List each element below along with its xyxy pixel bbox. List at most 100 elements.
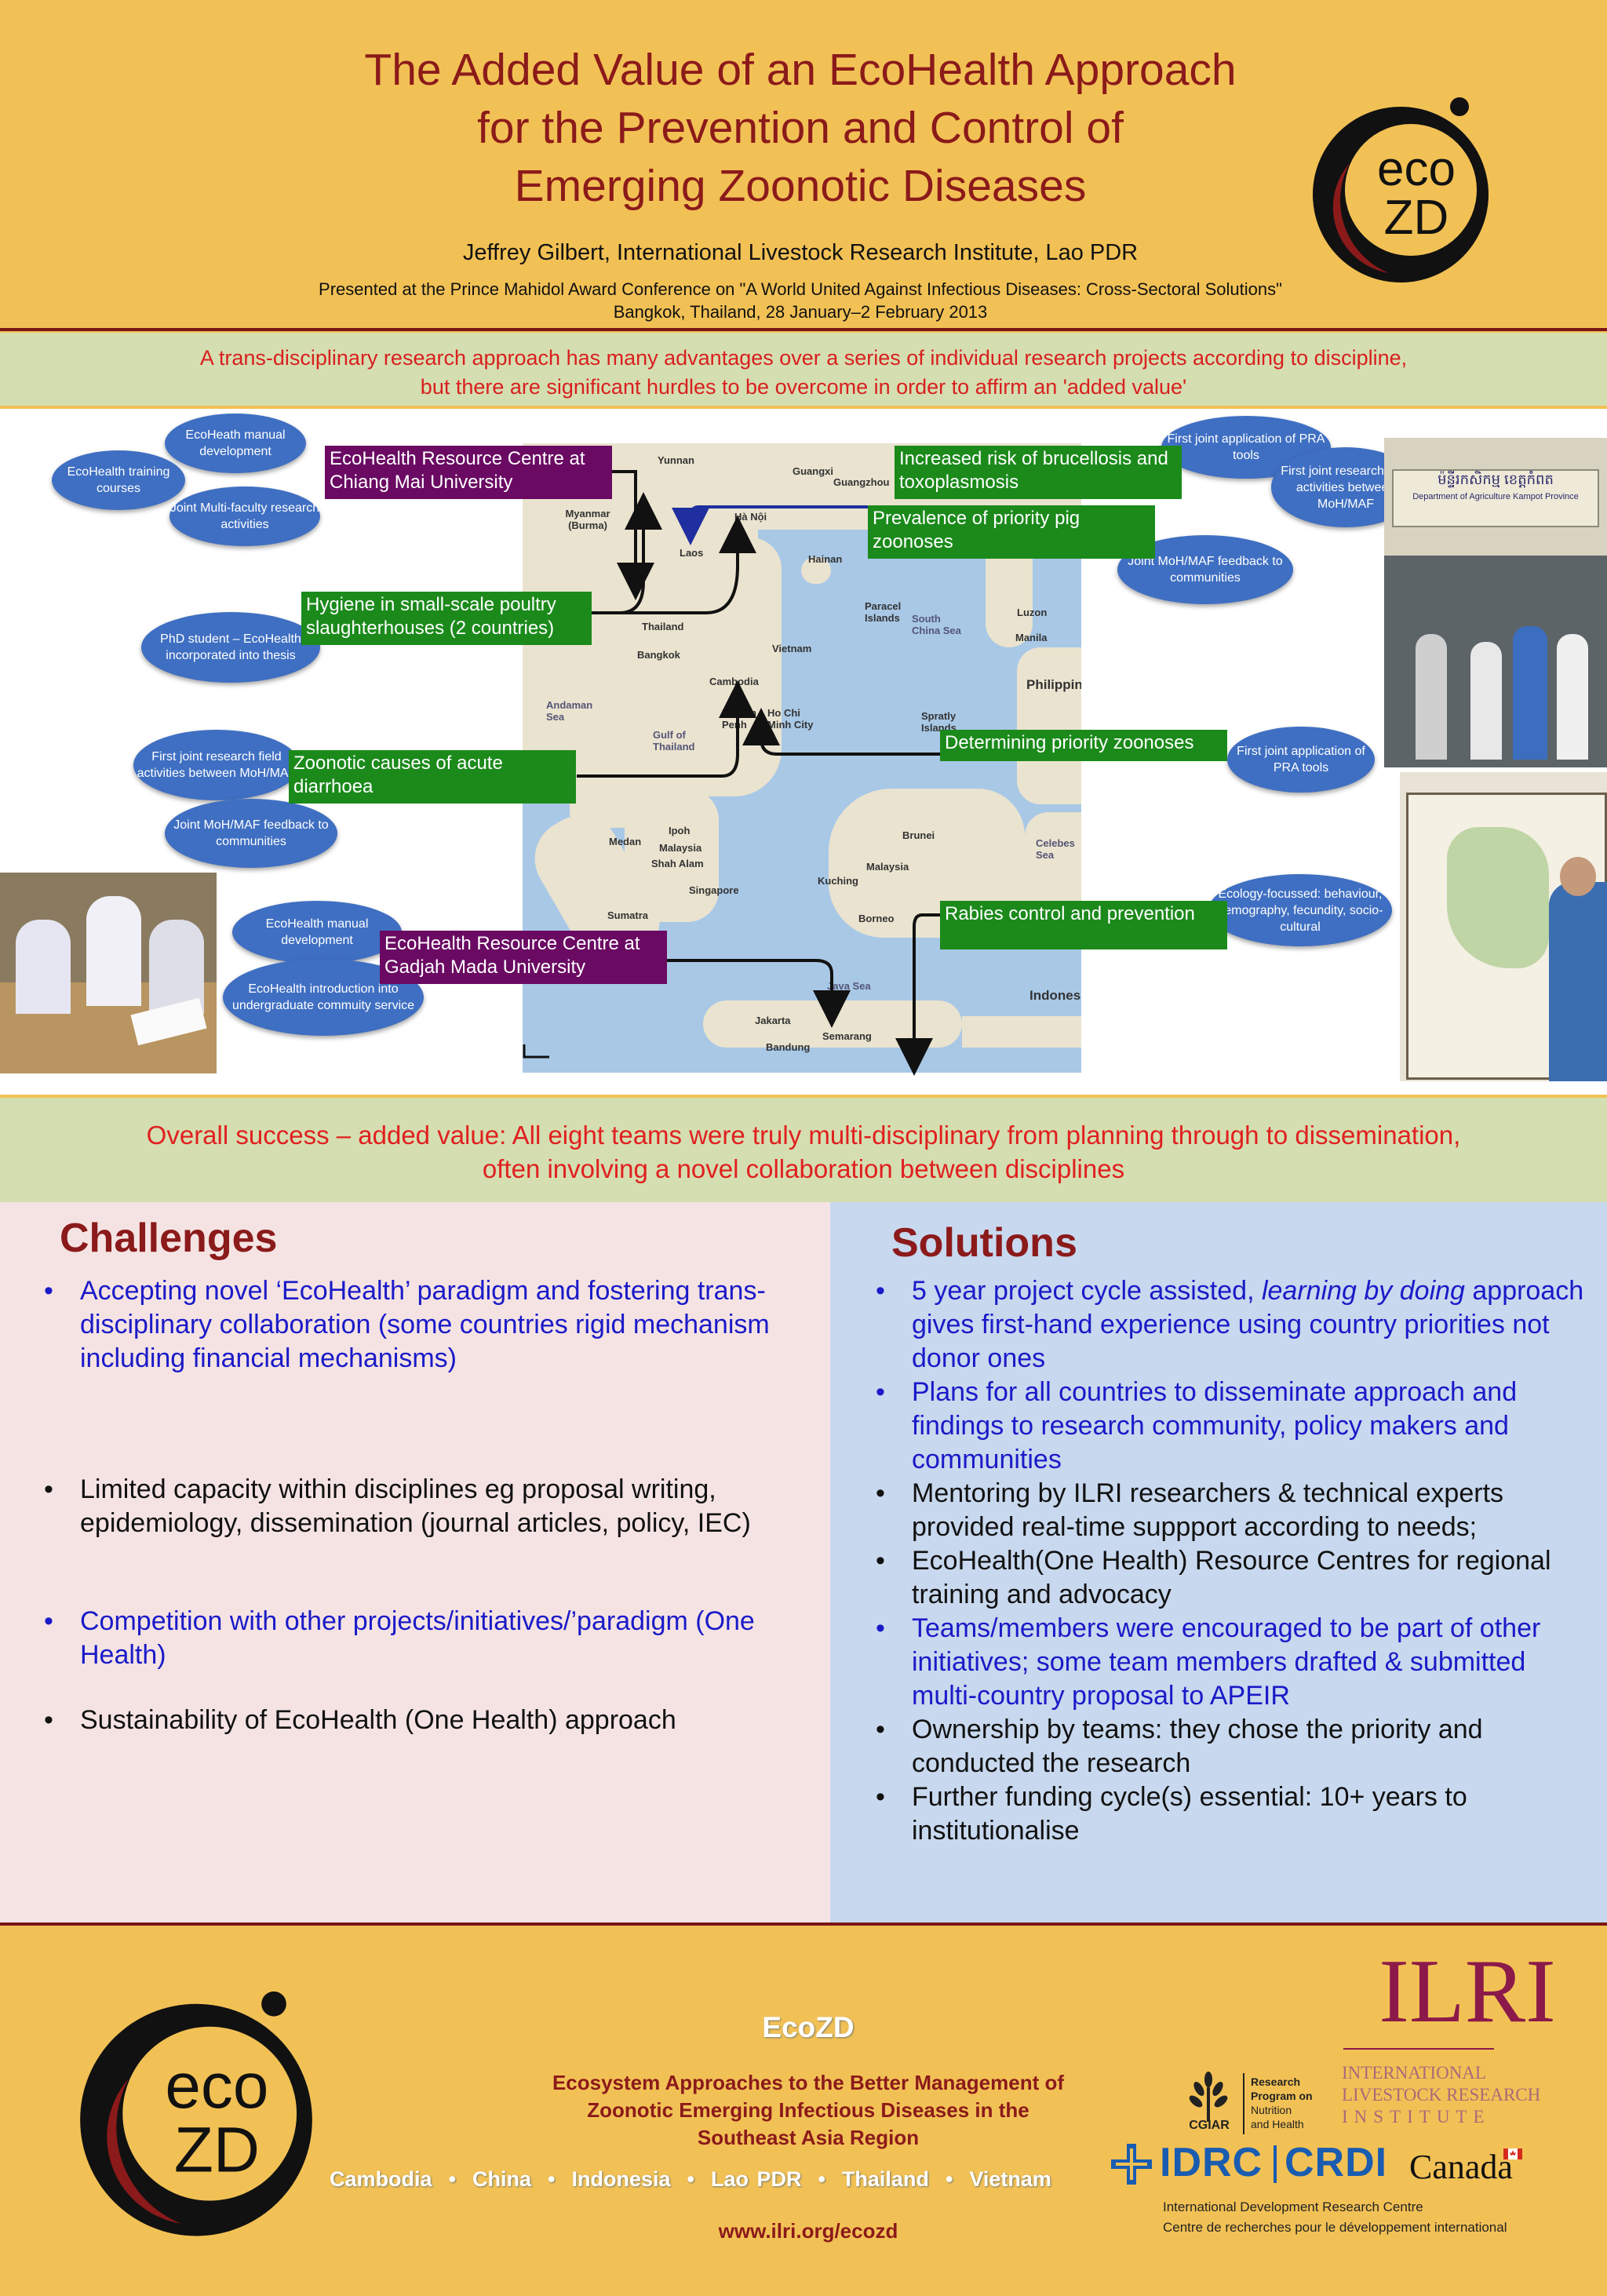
map-label: Semarang — [822, 1030, 872, 1042]
sign-khmer: ម៉ន្ទីរកសិកម្ម ខេត្តកំពត — [1438, 472, 1554, 487]
ecozd-logo-footer: eco ZD — [80, 1991, 312, 2236]
solution-emphasis: learning by doing — [1261, 1276, 1465, 1306]
challenge-item: Accepting novel ‘EcoHealth’ paradigm and… — [44, 1274, 813, 1376]
ilri-line-1: INTERNATIONAL — [1342, 2063, 1486, 2083]
solution-item: Teams/members were encouraged to be part… — [876, 1612, 1598, 1713]
idrc-full-names: International Development Research Centr… — [1163, 2197, 1602, 2238]
box-chiang-mai-centre: EcoHealth Resource Centre at Chiang Mai … — [325, 446, 612, 499]
map-label: Philippin — [1026, 677, 1081, 692]
success-line-2: often involving a novel collaboration be… — [482, 1154, 1125, 1183]
solution-item: Plans for all countries to disseminate a… — [876, 1376, 1598, 1477]
map-label: Indonesia — [1029, 988, 1081, 1003]
success-line-1: Overall success – added value: All eight… — [146, 1121, 1461, 1150]
ecozd-full-name: Ecosystem Approaches to the Better Manag… — [392, 2069, 1224, 2152]
map-label: Sumatra — [607, 909, 649, 921]
intro-line-2: but there are significant hurdles to be … — [420, 375, 1187, 399]
map-label: Hainan — [808, 553, 843, 565]
ecozd-logo-header: eco ZD — [1313, 97, 1489, 282]
map-label: Medan — [609, 836, 642, 847]
box-priority-zoonoses: Determining priority zoonoses — [940, 730, 1227, 761]
map-label: Borneo — [858, 913, 895, 924]
ecozd-name: EcoZD — [762, 2011, 855, 2043]
logo-eco-text: eco — [165, 2050, 268, 2122]
solution-item: Ownership by teams: they chose the prior… — [876, 1713, 1598, 1780]
cgiar-line: Research — [1251, 2076, 1301, 2088]
challenges-list: Accepting novel ‘EcoHealth’ paradigm and… — [44, 1274, 813, 1737]
photo-map-presentation — [1400, 772, 1607, 1081]
canada-flag-icon — [1503, 2148, 1522, 2159]
country-list: Cambodia • China • Indonesia • Lao PDR •… — [330, 2167, 1051, 2191]
connector-arrows — [523, 470, 940, 1076]
box-brucellosis: Increased risk of brucellosis and toxopl… — [895, 446, 1182, 499]
idrc-english-name: International Development Research Centr… — [1163, 2199, 1423, 2214]
map-label: Jakarta — [755, 1015, 791, 1026]
footer-divider — [0, 1922, 1607, 1926]
full-name-line-1: Ecosystem Approaches to the Better Manag… — [552, 2071, 1065, 2094]
map-label: Andaman Sea — [546, 699, 593, 723]
conference-line-2: Bangkok, Thailand, 28 January–2 February… — [613, 302, 988, 322]
map-label: Kuching — [818, 875, 858, 887]
bubble-training-courses: EcoHealth training courses — [52, 450, 185, 510]
map-label: South China Sea — [912, 613, 961, 636]
map-label: Myanmar (Burma) — [565, 508, 610, 531]
idrc-divider — [1274, 2145, 1277, 2183]
photo-team-kampot: ម៉ន្ទីរកសិកម្ម ខេត្តកំពត Department of A… — [1384, 438, 1607, 767]
bubble-pra-tools-2: First joint application of PRA tools — [1227, 727, 1375, 793]
box-gadjah-mada-centre: EcoHealth Resource Centre at Gadjah Mada… — [380, 931, 667, 984]
map-label: Paracel Islands — [865, 600, 902, 624]
cgiar-line: Nutrition — [1251, 2104, 1292, 2116]
challenges-heading: Challenges — [60, 1215, 278, 1261]
map-label: Malaysia — [866, 861, 909, 873]
solutions-panel: Solutions 5 year project cycle assisted,… — [830, 1202, 1607, 1922]
ilri-full-name: INTERNATIONAL LIVESTOCK RESEARCH INSTITU… — [1342, 2062, 1601, 2128]
cgiar-wheat-icon — [1189, 2072, 1228, 2122]
solution-item: EcoHealth(One Health) Resource Centres f… — [876, 1544, 1598, 1612]
title-line-2: for the Prevention and Control of — [477, 103, 1124, 153]
bubble-manual-development-2: EcoHealth manual development — [232, 901, 402, 964]
photo-classroom — [0, 873, 217, 1073]
map-label: Singapore — [689, 884, 739, 896]
intro-line-1: A trans-disciplinary research approach h… — [199, 346, 1408, 370]
header-divider — [0, 328, 1607, 331]
intro-banner: A trans-disciplinary research approach h… — [0, 333, 1607, 406]
map-label: Guangzhou — [833, 476, 890, 488]
solution-text: approach gives first-hand experience usi… — [912, 1276, 1584, 1373]
logo-eco-text: eco — [1377, 142, 1456, 196]
ilri-line-3: INSTITUTE — [1342, 2107, 1491, 2127]
logo-zd-text: ZD — [174, 2115, 260, 2186]
challenges-panel: Challenges Accepting novel ‘EcoHealth’ p… — [0, 1202, 830, 1922]
map-label: Ipoh — [669, 825, 691, 836]
map-label: Bandung — [766, 1041, 811, 1053]
sign-english: Department of Agriculture Kampot Provinc… — [1412, 492, 1579, 501]
crdi-text: CRDI — [1285, 2140, 1388, 2185]
building-sign: ម៉ន្ទីរកសិកម្ម ខេត្តកំពត Department of A… — [1392, 469, 1599, 527]
map-label: Luzon — [1017, 607, 1048, 618]
poster-title: The Added Value of an EcoHealth Approach… — [196, 41, 1405, 215]
cgiar-label: CGIAR — [1189, 2119, 1230, 2132]
cgiar-line: and Health — [1251, 2118, 1304, 2130]
author-line: Jeffrey Gilbert, International Livestock… — [462, 240, 1139, 265]
challenge-item: Limited capacity within disciplines eg p… — [44, 1473, 813, 1540]
conference-line-1: Presented at the Prince Mahidol Award Co… — [319, 279, 1282, 299]
ilri-logo-text: ILRI — [1379, 1941, 1556, 2042]
success-banner: Overall success – added value: All eight… — [0, 1098, 1607, 1202]
map-label: Bangkok — [637, 649, 680, 661]
solutions-list: 5 year project cycle assisted, learning … — [876, 1274, 1598, 1848]
cgiar-line: Program on — [1251, 2090, 1313, 2102]
map-label: Guangxi — [793, 465, 834, 477]
intro-text: A trans-disciplinary research approach h… — [94, 344, 1513, 402]
map-label: Celebes Sea — [1036, 837, 1075, 861]
box-hygiene-poultry: Hygiene in small-scale poultry slaughter… — [301, 592, 592, 645]
map-label: Malaysia — [659, 842, 702, 854]
challenge-item: Sustainability of EcoHealth (One Health)… — [44, 1704, 813, 1737]
map-label: Yunnan — [658, 454, 694, 466]
ilri-divider — [1343, 2048, 1494, 2050]
map-label: Gulf of Thailand — [653, 729, 695, 753]
map-label: Vietnam — [772, 643, 812, 654]
map-label: Laos — [680, 547, 704, 559]
challenge-item: Competition with other projects/initiati… — [44, 1605, 813, 1672]
cgiar-divider — [1243, 2073, 1244, 2134]
solution-item: Mentoring by ILRI researchers & technica… — [876, 1477, 1598, 1544]
website-link[interactable]: www.ilri.org/ecozd — [718, 2219, 898, 2243]
map-label: Brunei — [902, 829, 935, 841]
